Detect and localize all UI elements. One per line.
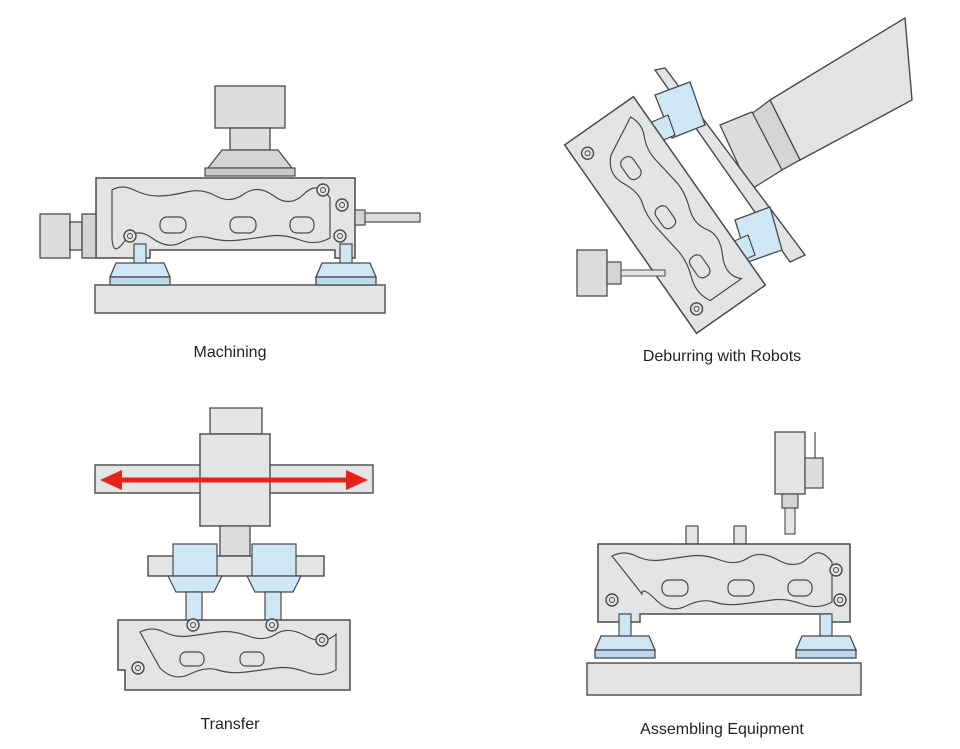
drill-icon [576,249,666,297]
engine-head-block [117,618,351,691]
caption-transfer: Transfer [200,716,260,733]
gripper-icon [246,543,302,623]
panel-machining [39,85,421,314]
robot-arm-icon [719,16,913,191]
gripper-icon [167,543,223,623]
panel-transfer [94,407,374,691]
probe-icon [354,209,421,226]
panel-deburring [563,16,913,335]
caption-assembling: Assembling Equipment [640,721,804,738]
engine-head-block [95,177,356,259]
engine-head-block [563,95,767,335]
clamp-icon [594,613,656,659]
side-tool-icon [39,213,97,259]
machine-table [94,284,386,314]
gripper-icon [644,67,807,266]
clamp-icon [315,243,377,286]
nutrunner-icon [774,431,824,535]
spindle-icon [204,85,296,177]
engine-head-block [597,543,851,623]
clamp-icon [795,613,857,659]
caption-deburring: Deburring with Robots [642,348,802,365]
panel-assembling [586,431,862,696]
stud-icon [685,525,747,545]
caption-machining: Machining [193,344,267,361]
clamp-icon [109,243,171,286]
assembly-table [586,662,862,696]
double-arrow-icon [100,470,368,490]
